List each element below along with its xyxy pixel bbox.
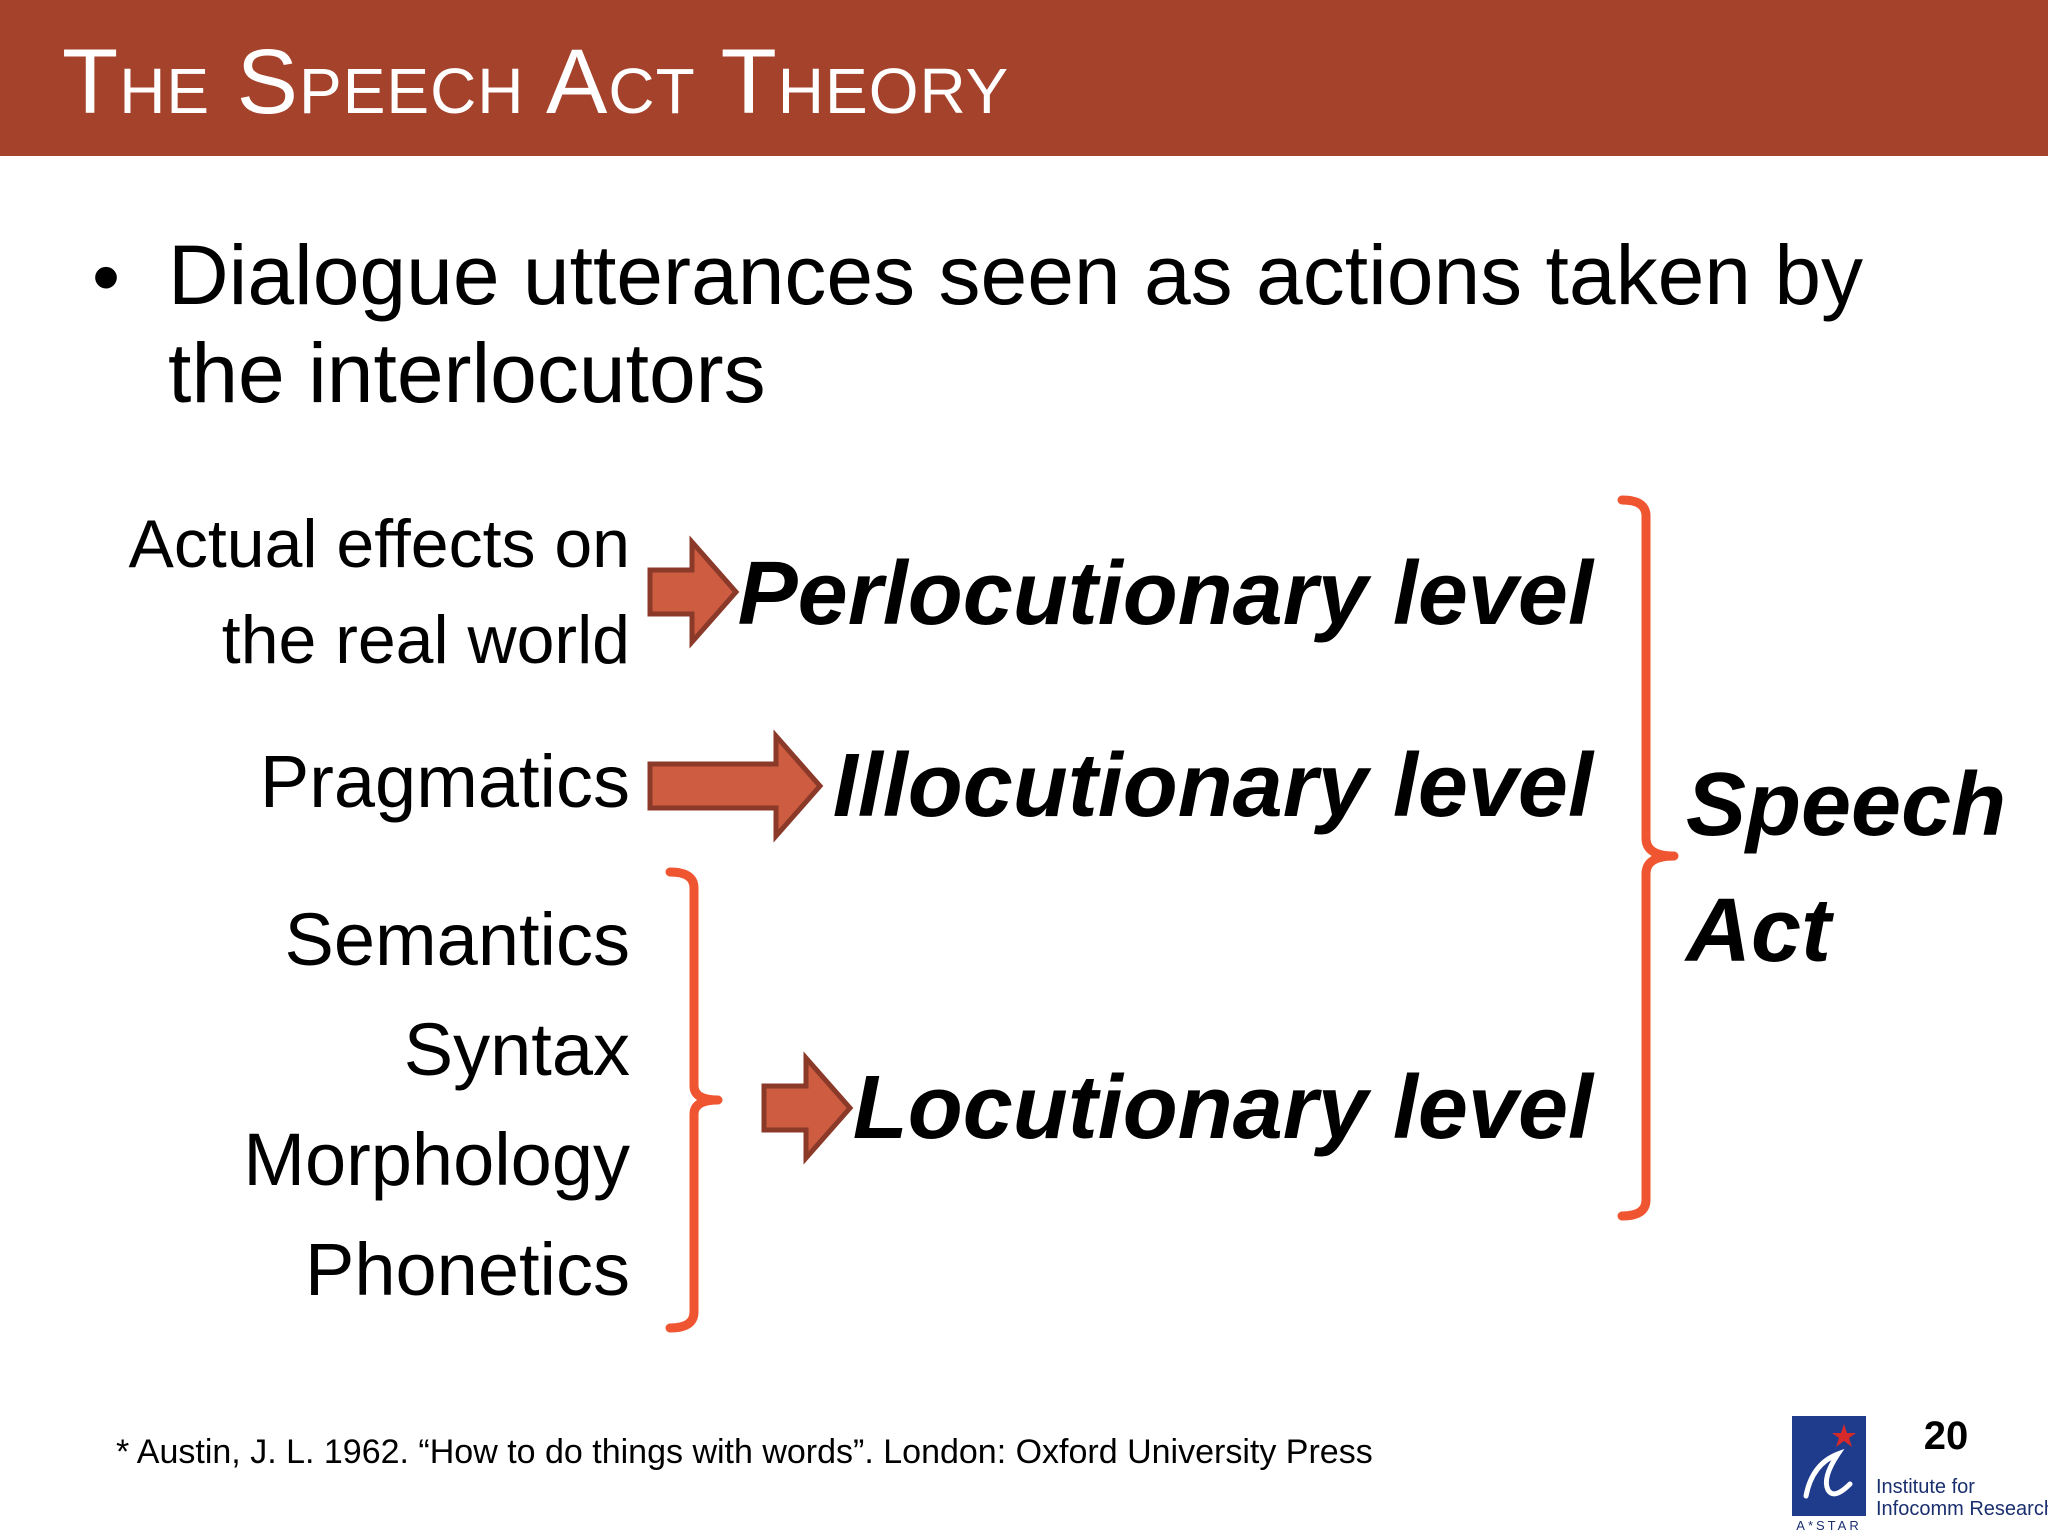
right-arrow-icon <box>647 729 824 843</box>
speech-act-label: Speech Act <box>1686 742 2006 994</box>
slide-title: The Speech Act Theory <box>62 31 1010 133</box>
morphology-label: Morphology <box>243 1118 630 1201</box>
bullet-text: Dialogue utterances seen as actions take… <box>168 228 1864 420</box>
right-arrow-icon <box>761 1051 854 1165</box>
speech-act-line1: Speech <box>1686 755 2007 855</box>
astar-logo-icon: A*STAR <box>1792 1416 1866 1533</box>
title-bar: The Speech Act Theory <box>0 0 2048 156</box>
bullet-marker: • <box>92 232 121 321</box>
right-brace-icon <box>1617 495 1679 1221</box>
illocutionary-level: Illocutionary level <box>832 736 1593 836</box>
semantics-label: Semantics <box>284 898 630 981</box>
locutionary-level: Locutionary level <box>852 1058 1593 1158</box>
syntax-label: Syntax <box>403 1008 630 1091</box>
footnote-citation: * Austin, J. L. 1962. “How to do things … <box>116 1433 1373 1471</box>
phonetics-label: Phonetics <box>305 1228 630 1311</box>
perlocutionary-level: Perlocutionary level <box>737 544 1593 644</box>
logo-text-line2: Infocomm Research <box>1876 1498 2048 1520</box>
speech-act-line2: Act <box>1686 881 1832 981</box>
logo-text: Institute for Infocomm Research <box>1876 1476 2048 1520</box>
logo-text-line1: Institute for <box>1876 1476 1975 1498</box>
logo-org-text: A*STAR <box>1796 1518 1861 1533</box>
right-brace-icon <box>665 867 723 1333</box>
right-arrow-icon <box>647 535 740 649</box>
page-number: 20 <box>1923 1414 1969 1458</box>
perlocution-label-line2: the real world <box>221 602 630 678</box>
perlocution-label-line1: Actual effects on <box>128 506 631 582</box>
pragmatics-label: Pragmatics <box>259 740 630 823</box>
